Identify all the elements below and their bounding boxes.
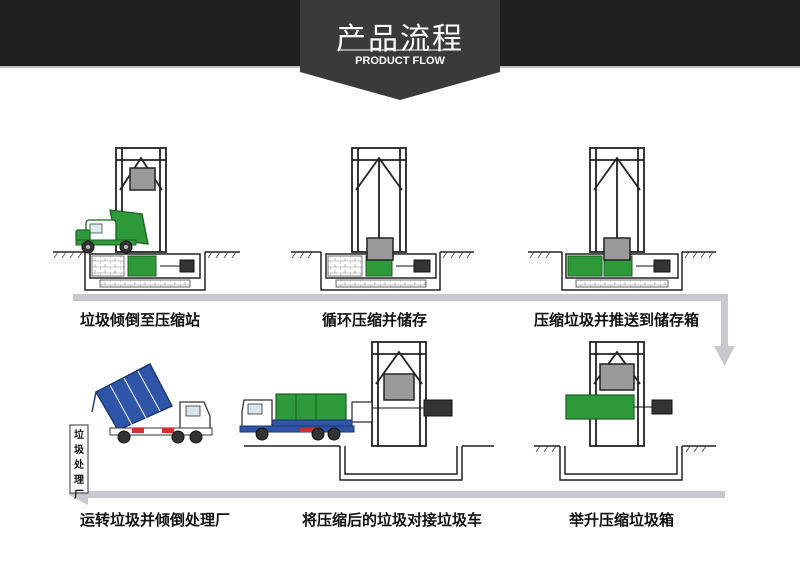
- step-4-caption: 举升压缩垃圾箱: [569, 511, 675, 529]
- step-4-scene: [534, 341, 716, 481]
- step-5-scene: [239, 341, 494, 481]
- step-3-scene: [528, 147, 716, 291]
- step-3-caption: 压缩垃圾并推送到储存箱: [534, 311, 700, 329]
- small-garbage-truck: [75, 209, 149, 254]
- step-6-caption: 运转垃圾并倾倒处理厂: [80, 511, 231, 529]
- step-2-caption: 循环压缩并储存: [322, 311, 428, 329]
- header-banner: [300, 0, 500, 100]
- step-1-scene: [53, 147, 240, 291]
- step-1-caption: 垃圾倾倒至压缩站: [80, 311, 201, 329]
- step-6-scene: [69, 363, 213, 494]
- step-5-caption: 将压缩后的垃圾对接垃圾车: [302, 511, 483, 529]
- dumping-garbage-truck: [91, 363, 213, 444]
- treatment-plant-sign: 垃圾处理厂: [74, 430, 84, 501]
- step-2-scene: [291, 147, 474, 291]
- header-subtitle: PRODUCT FLOW: [355, 55, 445, 67]
- docking-garbage-truck: [239, 393, 355, 441]
- header-title: 产品流程: [336, 22, 464, 57]
